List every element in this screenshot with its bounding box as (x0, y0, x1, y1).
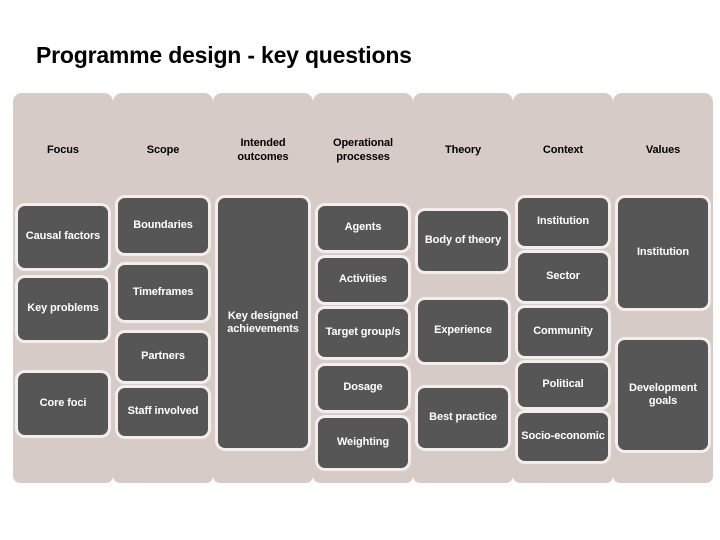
item-label: Activities (339, 273, 387, 286)
item-box[interactable]: Activities (318, 258, 408, 302)
item-box[interactable]: Partners (118, 333, 208, 381)
item-box[interactable]: Boundaries (118, 198, 208, 253)
item-box[interactable]: Institution (518, 198, 608, 246)
item-label: Sector (546, 270, 580, 283)
item-label: Timeframes (132, 285, 194, 298)
column-header-label: Values (645, 143, 681, 156)
item-box[interactable]: Community (518, 308, 608, 356)
item-label: Agents (344, 221, 382, 234)
item-box[interactable]: Experience (418, 300, 508, 362)
column-header-label: Theory (444, 143, 482, 156)
item-label: Staff involved (127, 405, 199, 418)
item-box[interactable]: Agents (318, 206, 408, 250)
item-label: Socio-economic (521, 430, 605, 443)
column-header: Theory (413, 93, 513, 208)
item-label: Development goals (629, 381, 697, 407)
item-label: Target group/s (325, 326, 401, 339)
column-header-label: Intended outcomes (237, 137, 289, 163)
column-header: Intended outcomes (213, 93, 313, 208)
item-label: Key designed achievements (227, 309, 299, 335)
column-header-label: Scope (146, 143, 180, 156)
column-header: Scope (113, 93, 213, 208)
column-header: Operational processes (313, 93, 413, 208)
column-header: Values (613, 93, 713, 208)
item-label: Institution (536, 215, 590, 228)
item-label: Boundaries (133, 218, 193, 231)
item-label: Political (542, 378, 584, 391)
item-label: Core foci (39, 397, 87, 410)
item-label: Community (533, 325, 593, 338)
item-label: Experience (434, 324, 492, 337)
item-box[interactable]: Causal factors (18, 206, 108, 268)
column-header-label: Focus (47, 143, 79, 156)
item-box[interactable]: Body of theory (418, 211, 508, 271)
item-box[interactable]: Timeframes (118, 265, 208, 320)
item-box[interactable]: Institution (618, 198, 708, 308)
item-label: Best practice (429, 411, 497, 424)
item-box[interactable]: Socio-economic (518, 413, 608, 461)
page-title: Programme design - key questions (36, 42, 412, 68)
item-label: Key problems (27, 302, 99, 315)
item-label: Dosage (343, 381, 383, 394)
item-box[interactable]: Core foci (18, 373, 108, 435)
item-box[interactable]: Best practice (418, 388, 508, 448)
column-header: Context (513, 93, 613, 208)
item-label: Weighting (336, 436, 390, 449)
item-box[interactable]: Staff involved (118, 388, 208, 436)
item-box[interactable]: Dosage (318, 366, 408, 410)
item-box[interactable]: Political (518, 363, 608, 407)
column-header-label: Context (542, 143, 584, 156)
item-label: Institution (636, 246, 690, 259)
item-box[interactable]: Key problems (18, 278, 108, 340)
item-label: Partners (141, 350, 185, 363)
column-header: Focus (13, 93, 113, 208)
item-label: Body of theory (424, 234, 502, 247)
item-box[interactable]: Key designed achievements (218, 198, 308, 448)
item-box[interactable]: Sector (518, 253, 608, 301)
column-header-label: Operational processes (332, 137, 394, 163)
item-box[interactable]: Development goals (618, 340, 708, 450)
item-box[interactable]: Target group/s (318, 309, 408, 357)
item-box[interactable]: Weighting (318, 418, 408, 468)
item-label: Causal factors (25, 230, 101, 243)
